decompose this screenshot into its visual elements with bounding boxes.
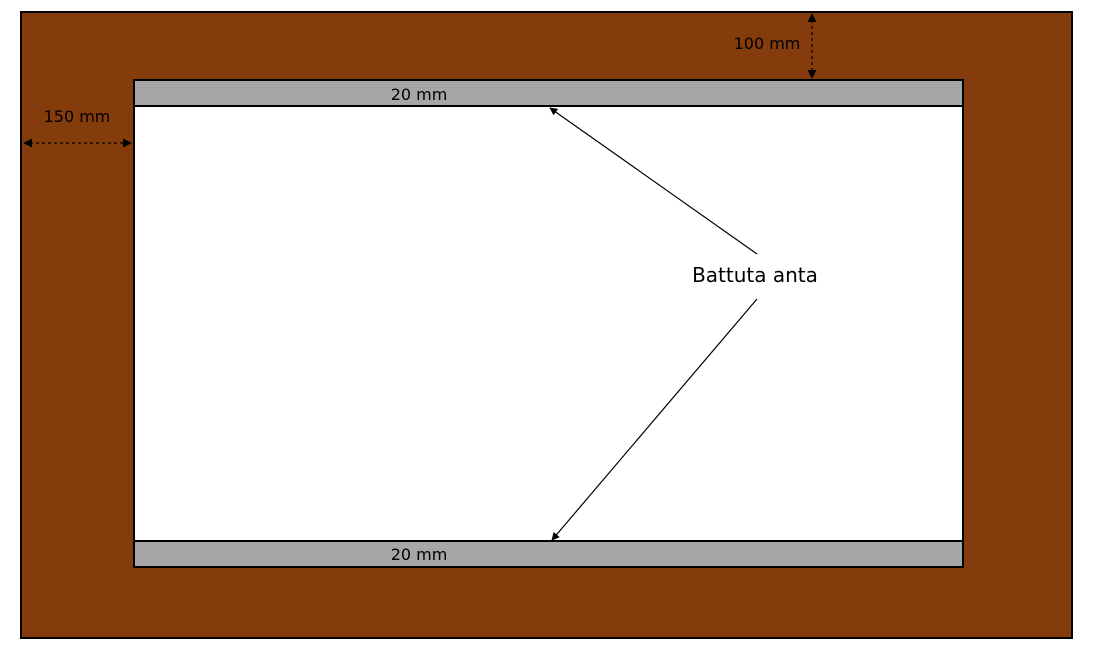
bottom-rebate-strip [133,540,964,568]
callout-arrow-bottom [551,298,758,541]
callout-label: Battuta anta [692,263,818,287]
bottom-rebate-label: 20 mm [391,545,448,564]
top-rebate-strip [133,79,964,107]
top-offset-label: 100 mm [734,34,801,53]
top-rebate-label: 20 mm [391,85,448,104]
inner-opening [133,80,964,568]
side-offset-label: 150 mm [44,107,111,126]
callout-arrow-top [549,107,758,255]
